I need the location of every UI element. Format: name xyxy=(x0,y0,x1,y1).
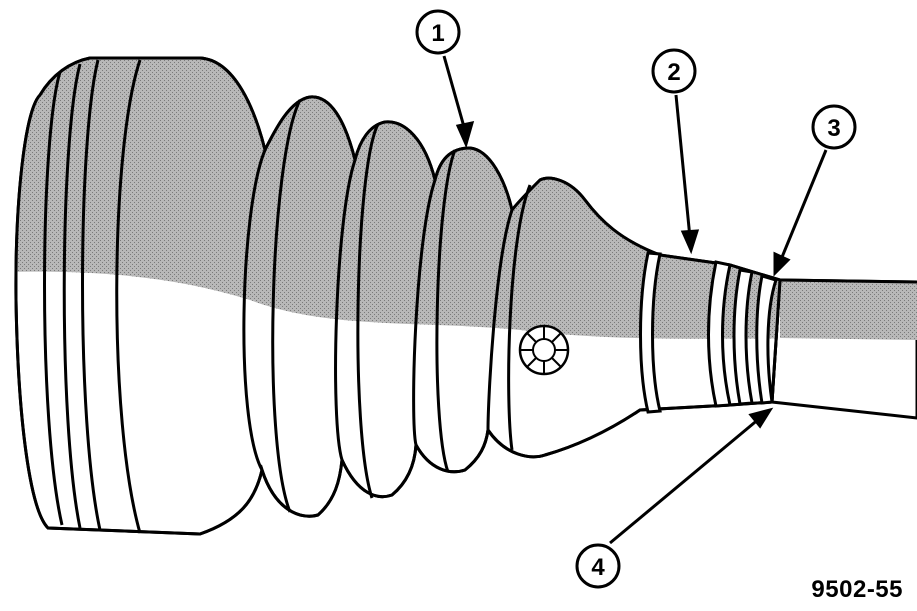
boot-convolutions xyxy=(242,99,532,513)
cv-boot xyxy=(14,56,782,536)
boot-end-rings xyxy=(43,59,142,534)
callout-4: 4 xyxy=(575,543,621,589)
callout-3: 3 xyxy=(811,104,857,150)
leader-lines xyxy=(442,55,828,545)
molded-date-code xyxy=(518,324,570,376)
clamp-bands xyxy=(639,251,778,414)
callout-1: 1 xyxy=(415,9,461,55)
callout-2-label: 2 xyxy=(667,59,680,86)
callout-1-label: 1 xyxy=(431,20,444,47)
callout-4-label: 4 xyxy=(591,554,605,581)
callout-2: 2 xyxy=(651,48,697,94)
callout-3-label: 3 xyxy=(827,115,840,142)
figure-id-label: 9502-55 xyxy=(811,576,903,603)
axle-shaft xyxy=(770,278,917,420)
